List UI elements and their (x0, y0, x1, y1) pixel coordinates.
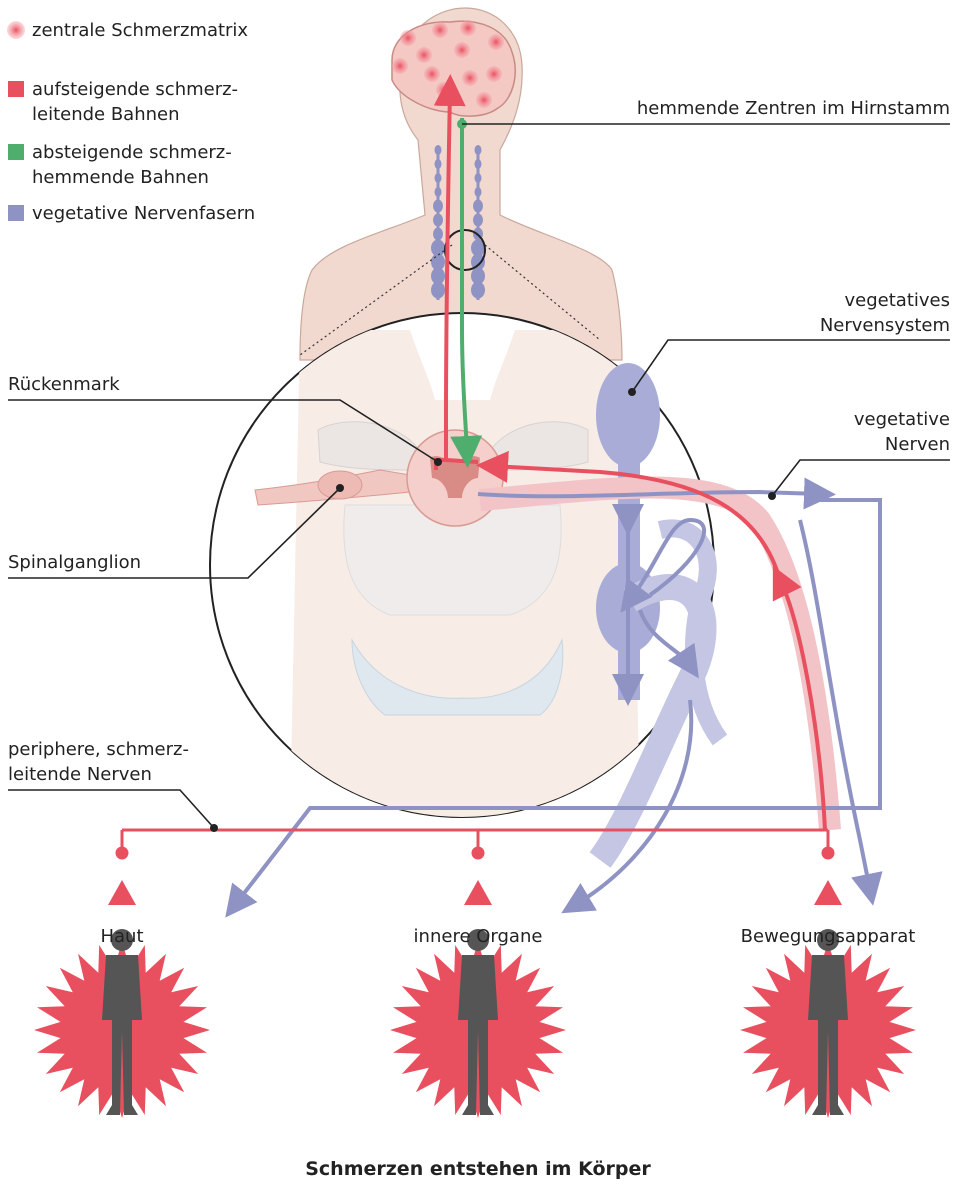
legend-square-icon (8, 205, 24, 221)
target-label-bewegungsapparat: Bewegungsapparat (741, 926, 916, 947)
label-vegetatives-nervensystem-1: vegetatives (845, 290, 950, 311)
legend-square-icon (8, 81, 24, 97)
target-label-haut: Haut (100, 926, 143, 947)
figure-organ-pain-icon (390, 929, 566, 1118)
legend-dot-icon (7, 21, 25, 39)
legend-item-label: hemmende Bahnen (32, 167, 209, 188)
legend-item-label: vegetative Nervenfasern (32, 203, 255, 224)
label-vegetatives-nervensystem-2: Nervensystem (820, 315, 950, 336)
legend-square-icon (8, 144, 24, 160)
figure-musculoskeletal-pain-icon (740, 929, 916, 1118)
legend-item-label: leitende Bahnen (32, 104, 180, 125)
label-spinalganglion: Spinalganglion (8, 552, 141, 573)
peripheral-pain-nerve (117, 824, 833, 858)
legend-item-label: absteigende schmerz- (32, 142, 232, 163)
legend: zentrale Schmerzmatrix aufsteigende schme… (7, 20, 255, 224)
label-hirnstamm: hemmende Zentren im Hirnstamm (637, 98, 950, 119)
triangle-organe-icon (464, 880, 492, 905)
legend-item-label: zentrale Schmerzmatrix (32, 20, 248, 41)
label-periphere-2: leitende Nerven (8, 764, 152, 785)
legend-item-label: aufsteigende schmerz- (32, 79, 238, 100)
pain-origin-markers (108, 880, 842, 905)
label-periphere-1: periphere, schmerz- (8, 739, 189, 760)
label-vegetative-nerven-1: vegetative (854, 409, 950, 430)
target-label-innere-organe: innere Organe (414, 926, 543, 947)
triangle-haut-icon (108, 880, 136, 905)
label-vegetative-nerven-2: Nerven (885, 434, 950, 455)
figure-skin-pain-icon (34, 929, 210, 1118)
triangle-bewegung-icon (814, 880, 842, 905)
footer-title: Schmerzen entstehen im Körper (305, 1158, 651, 1180)
label-rueckenmark: Rückenmark (8, 374, 120, 395)
